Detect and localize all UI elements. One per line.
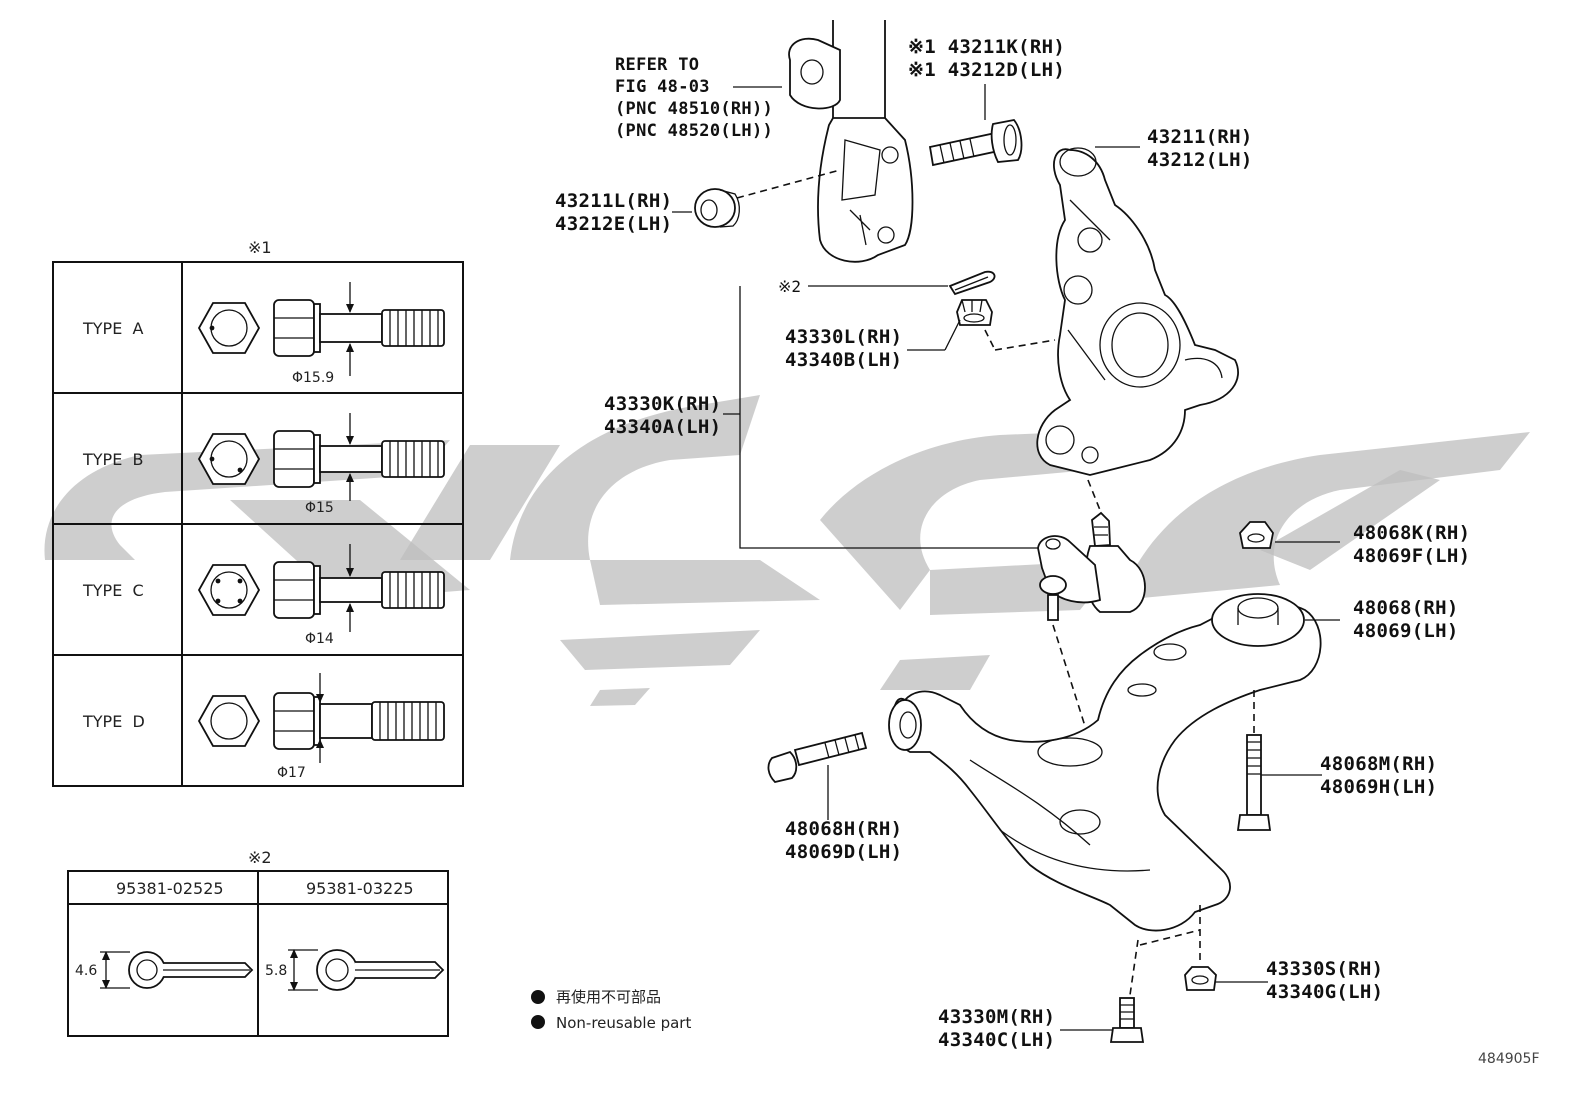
bolt-drawing-type-d xyxy=(197,673,445,763)
bolt-drawing-type-b xyxy=(197,413,445,501)
type-b-label: TYPE B xyxy=(82,450,143,469)
lower-bolt xyxy=(1109,997,1145,1043)
cotter-pin-drawing-2 xyxy=(288,949,445,991)
bolt-top-lh: ※1 43212D(LH) xyxy=(908,59,1065,81)
bolt-drawing-type-c xyxy=(197,544,445,632)
front-bolt-rh: 48068H(RH) xyxy=(785,818,902,840)
cotter-pin-table: ※2 95381-02525 95381-03225 4.6 xyxy=(67,848,449,1037)
type-a-label: TYPE A xyxy=(82,319,143,338)
legend-bullet-2 xyxy=(531,1015,545,1029)
cotter-part-1: 95381-02525 xyxy=(116,879,224,898)
dia-type-a: Φ15.9 xyxy=(292,370,334,386)
arm-nut-rh: 48068K(RH) xyxy=(1353,522,1470,544)
illustration-code: 484905F xyxy=(1478,1051,1540,1067)
part-labels: REFER TO FIG 48-03 (PNC 48510(RH)) (PNC … xyxy=(555,36,1470,1051)
lower-nut-lh: 43340G(LH) xyxy=(1266,981,1383,1003)
type-d-label: TYPE D xyxy=(82,712,145,731)
bolt-drawing-type-a xyxy=(197,282,445,376)
washer-rh: 43211L(RH) xyxy=(555,190,672,212)
lower-bolt-lh: 43340C(LH) xyxy=(938,1029,1055,1051)
knuckle-lh: 43212(LH) xyxy=(1147,149,1253,171)
rear-bolt-rh: 48068M(RH) xyxy=(1320,753,1437,775)
cotter-pin-drawing-1 xyxy=(100,951,254,989)
lower-nut xyxy=(1184,966,1217,991)
table2-mark: ※2 xyxy=(248,848,272,867)
legend: 再使用不可部品 Non-reusable part xyxy=(531,988,691,1032)
bolt-top-rh: ※1 43211K(RH) xyxy=(908,36,1065,58)
lower-arm-rh: 48068(RH) xyxy=(1353,597,1459,619)
type-c-label: TYPE C xyxy=(82,581,144,600)
ball-joint-lh: 43340A(LH) xyxy=(604,416,721,438)
rear-bolt-lh: 48069H(LH) xyxy=(1320,776,1437,798)
bolt-type-table: ※1 TYPE A TYPE B TYPE C TYPE D xyxy=(52,238,464,787)
dia-type-d: Φ17 xyxy=(277,765,306,781)
refer-line-3: (PNC 48510(RH)) xyxy=(615,99,773,119)
cotter-part-2: 95381-03225 xyxy=(306,879,414,898)
legend-text-en: Non-reusable part xyxy=(556,1014,691,1032)
lower-bolt-rh: 43330M(RH) xyxy=(938,1006,1055,1028)
collar-washer xyxy=(694,188,740,228)
cotter-mark: ※2 xyxy=(778,277,801,296)
cotter-dim-1: 4.6 xyxy=(75,963,97,979)
lower-control-arm xyxy=(888,593,1322,932)
cotter-dim-2: 5.8 xyxy=(265,963,287,979)
rear-bolt xyxy=(1236,734,1272,831)
castle-nut-lh: 43340B(LH) xyxy=(785,349,902,371)
legend-bullet-1 xyxy=(531,990,545,1004)
refer-line-4: (PNC 48520(LH)) xyxy=(615,121,773,141)
arm-nut-lh: 48069F(LH) xyxy=(1353,545,1470,567)
dia-type-c: Φ14 xyxy=(305,631,334,647)
ball-joint xyxy=(1037,511,1146,621)
front-bolt-lh: 48069D(LH) xyxy=(785,841,902,863)
castle-nut-rh: 43330L(RH) xyxy=(785,326,902,348)
arm-nut xyxy=(1239,521,1274,549)
washer-lh: 43212E(LH) xyxy=(555,213,672,235)
lower-nut-rh: 43330S(RH) xyxy=(1266,958,1383,980)
lower-arm-lh: 48069(LH) xyxy=(1353,620,1459,642)
castle-nut xyxy=(956,299,993,326)
legend-text-ja: 再使用不可部品 xyxy=(556,988,661,1006)
front-bolt xyxy=(767,731,868,783)
knuckle-rh: 43211(RH) xyxy=(1147,126,1253,148)
dia-type-b: Φ15 xyxy=(305,500,334,516)
table1-mark: ※1 xyxy=(248,238,272,257)
strut-assembly xyxy=(788,20,914,263)
refer-line-1: REFER TO xyxy=(615,55,699,75)
cotter-pin xyxy=(948,270,996,296)
ball-joint-rh: 43330K(RH) xyxy=(604,393,721,415)
refer-line-2: FIG 48-03 xyxy=(615,77,710,97)
ball-joint-leader xyxy=(739,286,1038,549)
steering-knuckle xyxy=(1036,147,1239,476)
upper-bolt xyxy=(928,119,1023,167)
